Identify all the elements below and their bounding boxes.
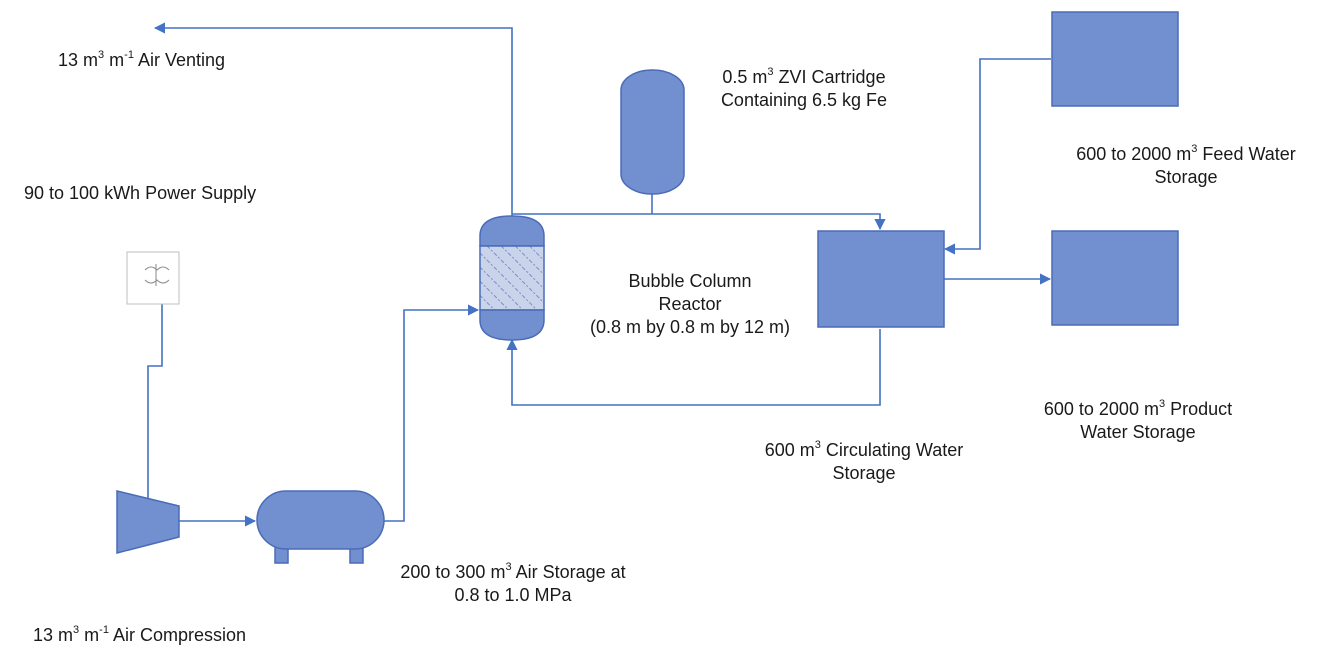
- circulating-water-tank: [817, 230, 945, 328]
- circulating-water-label: 600 m3 Circulating Water Storage: [764, 439, 964, 484]
- product-water-label: 600 to 2000 m3 Product Water Storage: [1043, 398, 1233, 443]
- tank-to-reactor-line: [384, 304, 480, 522]
- transformer-icon: [126, 251, 180, 305]
- zvi-cartridge-label: 0.5 m3 ZVI Cartridge Containing 6.5 kg F…: [720, 66, 888, 111]
- feed-water-tank: [1051, 11, 1179, 107]
- packed-column-icon: [479, 215, 545, 341]
- power-supply-label: 90 to 100 kWh Power Supply: [24, 183, 257, 203]
- horizontal-vessel-icon: [256, 490, 385, 564]
- feed-water-label: 600 to 2000 m3 Feed Water Storage: [1076, 143, 1296, 188]
- reactor-label: Bubble Column Reactor (0.8 m by 0.8 m by…: [589, 271, 791, 337]
- air-compression-label: 13 m3 m-1 Air Compression: [33, 624, 246, 646]
- power-line: [147, 304, 163, 505]
- product-water-tank: [1051, 230, 1179, 326]
- flow-lines: [147, 22, 1052, 527]
- reactor-to-circulating-line: [512, 213, 886, 231]
- air-vent-line: [153, 22, 513, 218]
- air-venting-label: 13 m3 m-1 Air Venting: [58, 49, 226, 71]
- feed-to-circulating-line: [943, 58, 1051, 255]
- air-storage-label: 200 to 300 m3 Air Storage at 0.8 to 1.0 …: [400, 561, 626, 606]
- vertical-vessel-icon: [620, 69, 685, 195]
- circulating-return-line: [506, 329, 881, 406]
- compressor-icon: [116, 490, 180, 554]
